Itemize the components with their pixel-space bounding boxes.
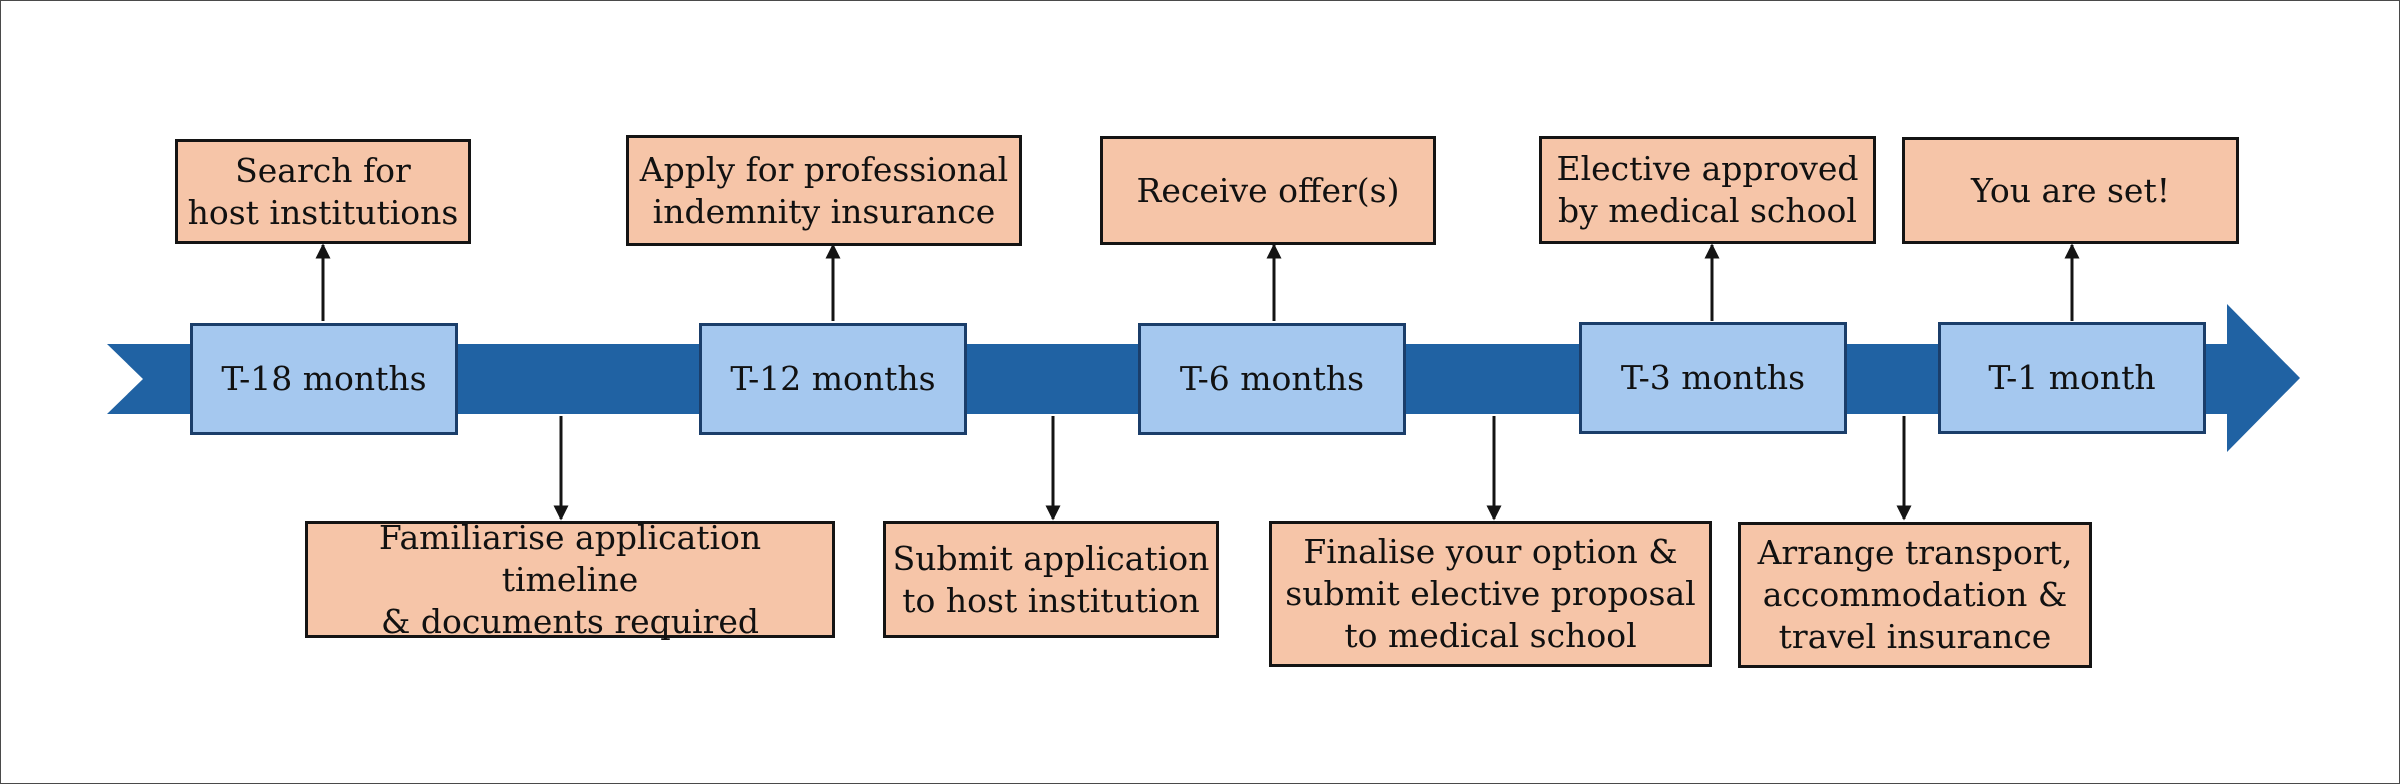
event-text: Elective approved by medical school — [1556, 149, 1859, 230]
milestone-label: T-3 months — [1620, 358, 1806, 397]
event-text: You are set! — [1971, 170, 2170, 210]
event-text: Receive offer(s) — [1136, 170, 1400, 210]
milestone-t-12-months: T-12 months — [699, 323, 967, 435]
event-submit-application: Submit application to host institution — [883, 521, 1219, 638]
connectors-down — [553, 416, 1912, 521]
event-finalise-option: Finalise your option & submit elective p… — [1269, 521, 1712, 667]
event-receive-offers: Receive offer(s) — [1100, 136, 1436, 245]
event-you-are-set: You are set! — [1902, 137, 2239, 244]
milestone-t-18-months: T-18 months — [190, 323, 458, 435]
milestone-t-1-month: T-1 month — [1938, 322, 2206, 434]
milestone-label: T-18 months — [221, 359, 427, 398]
event-text: Familiarise application timeline & docum… — [378, 517, 762, 641]
event-text: Arrange transport, accommodation & trave… — [1757, 533, 2073, 656]
milestone-label: T-6 months — [1179, 359, 1365, 398]
event-text: Finalise your option & submit elective p… — [1285, 532, 1696, 655]
event-elective-approved: Elective approved by medical school — [1539, 136, 1876, 244]
milestone-t-6-months: T-6 months — [1138, 323, 1406, 435]
event-text: Submit application to host institution — [892, 538, 1210, 620]
milestone-t-3-months: T-3 months — [1579, 322, 1847, 434]
event-apply-indemnity-insurance: Apply for professional indemnity insuran… — [626, 135, 1022, 246]
event-search-host-institutions: Search for host institutions — [175, 139, 471, 244]
event-text: Apply for professional indemnity insuran… — [639, 149, 1009, 231]
milestone-label: T-1 month — [1988, 358, 2156, 397]
event-familiarise-timeline: Familiarise application timeline & docum… — [305, 518, 835, 641]
milestone-label: T-12 months — [730, 359, 936, 398]
event-text: Search for host institutions — [187, 150, 459, 232]
connectors-up — [315, 243, 2080, 321]
event-arrange-transport: Arrange transport, accommodation & trave… — [1738, 522, 2092, 668]
